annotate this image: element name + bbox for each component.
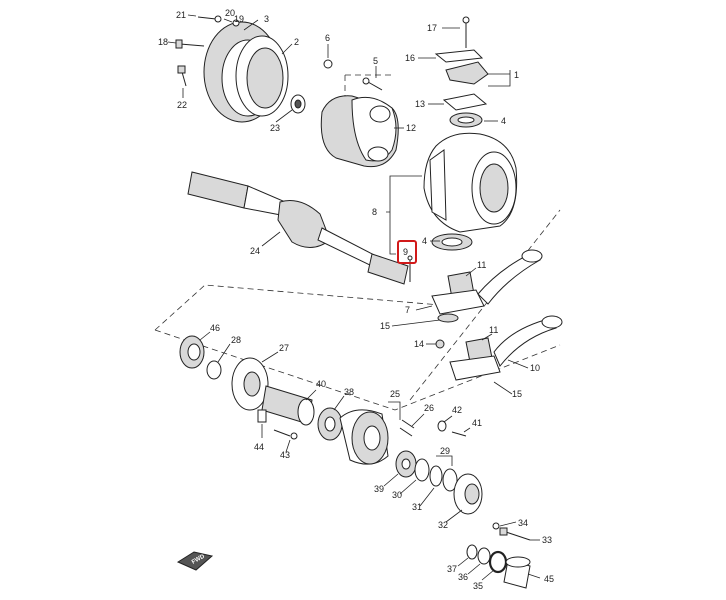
callout-28: 28 [231,335,241,345]
callout-35: 35 [473,581,483,591]
callout-11-lower: 11 [489,325,498,335]
bottom-right-parts [466,522,531,589]
callout-7: 7 [405,305,410,315]
lower-left-leaders [199,331,345,453]
callout-18: 18 [158,37,168,47]
knuckle-housing-leaders [386,27,511,255]
callout-44: 44 [254,442,264,452]
callout-45: 45 [544,574,554,584]
hub-leaders [383,401,471,523]
assembly-dash-lines [154,74,561,411]
callout-24: 24 [250,246,260,256]
callout-17: 17 [427,23,437,33]
callout-43: 43 [280,450,290,460]
axle-shaft [187,171,409,285]
callout-32: 32 [438,520,448,530]
callout-19: 19 [234,14,244,24]
callout-22: 22 [177,100,187,110]
callout-16: 16 [405,53,415,63]
callout-37: 37 [447,564,457,574]
callout-10: 10 [530,363,540,373]
lower-left-group [179,335,343,441]
callout-39: 39 [374,484,384,494]
lower-kingpin-group [407,249,563,381]
callout-21: 21 [176,10,186,20]
callout-15-upper: 15 [380,321,390,331]
callout-labels: 21 20 19 3 18 2 22 23 6 5 17 16 1 13 4 1… [158,8,554,591]
callout-13: 13 [415,99,425,109]
callout-23: 23 [270,123,280,133]
knuckle-housing [423,16,518,251]
knuckle-upper-leaders [327,44,404,129]
callout-1: 1 [514,70,519,80]
callout-38: 38 [344,387,354,397]
callout-42: 42 [452,405,462,415]
callout-11-upper: 11 [477,260,486,270]
axle-leader [261,231,281,247]
callout-15-lower: 15 [512,389,522,399]
highlighted-part-9-box[interactable] [397,240,417,264]
callout-6: 6 [325,33,330,43]
lower-kingpin-leaders [391,267,529,395]
orientation-badge: FWD [176,551,214,571]
callout-41: 41 [472,418,482,428]
callout-31: 31 [412,502,422,512]
callout-36: 36 [458,572,468,582]
callout-12: 12 [406,123,416,133]
hub-assembly [339,409,483,515]
callout-3: 3 [264,14,269,24]
callout-29: 29 [440,446,450,456]
callout-14: 14 [414,339,424,349]
callout-4-upper: 4 [501,116,506,126]
callout-46: 46 [210,323,220,333]
callout-34: 34 [518,518,528,528]
callout-5: 5 [373,56,378,66]
callout-4-lower: 4 [422,236,427,246]
callout-33: 33 [542,535,552,545]
callout-40: 40 [316,379,326,389]
callout-25: 25 [390,389,400,399]
bottom-right-leaders [457,521,541,581]
callout-9[interactable]: 9 [403,247,408,257]
flange-group [175,15,306,123]
callout-30: 30 [392,490,402,500]
flange-leaders [167,14,293,123]
callout-2: 2 [294,37,299,47]
callout-20: 20 [225,8,235,18]
knuckle-upper-cap [320,59,399,168]
callout-27: 27 [279,343,289,353]
callout-26: 26 [424,403,434,413]
callout-8: 8 [372,207,377,217]
